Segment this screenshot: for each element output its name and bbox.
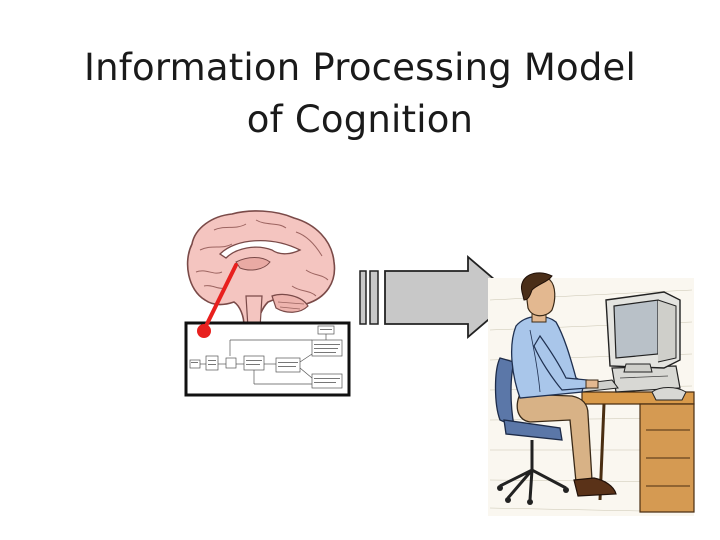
title-line-2: of Cognition xyxy=(246,98,474,141)
person-at-computer-illustration xyxy=(488,272,695,516)
brain-illustration xyxy=(186,210,336,329)
flow-diagram-thumbnail xyxy=(184,321,351,397)
slide-title: Information Processing Model of Cognitio… xyxy=(0,42,720,146)
red-pointer-line xyxy=(197,263,238,338)
title-line-1: Information Processing Model xyxy=(84,46,636,89)
